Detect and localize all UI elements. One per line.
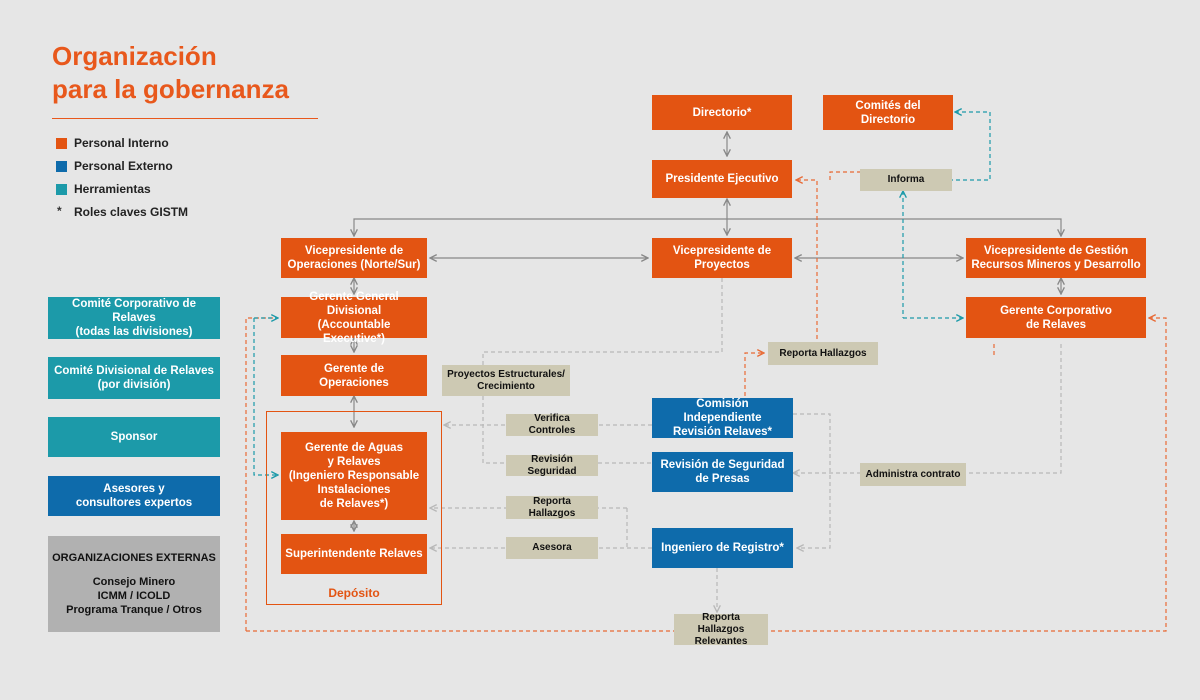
proyectos-estructurales-label: Proyectos Estructurales/ Crecimiento bbox=[442, 365, 570, 396]
link-vp-bus bbox=[354, 218, 1061, 236]
ingeniero-registro-box: Ingeniero de Registro* bbox=[652, 528, 793, 568]
title-line-2: para la gobernanza bbox=[52, 74, 289, 104]
page-title: Organización para la gobernanza bbox=[52, 40, 289, 106]
revision-seguridad-presas-box: Revisión de Seguridad de Presas bbox=[652, 452, 793, 492]
legend-item-tools: Herramientas bbox=[56, 181, 236, 199]
link-comision-ingeniero bbox=[793, 413, 831, 548]
sponsor-box: Sponsor bbox=[48, 417, 220, 457]
link-administra-contrato bbox=[793, 344, 1062, 473]
reporta-hallazgos-mid-label: Reporta Hallazgos bbox=[506, 496, 598, 519]
link-sidebar-aguas bbox=[253, 318, 278, 475]
reporta-relevantes-label: Reporta Hallazgos Relevantes bbox=[674, 612, 768, 647]
directorio-box: Directorio* bbox=[652, 95, 792, 130]
gerente-aguas-box: Gerente de Aguas y Relaves (Ingeniero Re… bbox=[281, 432, 427, 520]
comite-corporativo-box: Comité Corporativo de Relaves (todas las… bbox=[48, 297, 220, 339]
title-divider bbox=[52, 118, 318, 119]
superintendente-box: Superintendente Relaves bbox=[281, 534, 427, 574]
external-orgs-list: Consejo Minero ICMM / ICOLD Programa Tra… bbox=[66, 576, 202, 616]
comites-directorio-box: Comités del Directorio bbox=[823, 95, 953, 130]
comite-divisional-box: Comité Divisional de Relaves (por divisi… bbox=[48, 357, 220, 399]
star-icon: * bbox=[57, 204, 62, 218]
gerente-corporativo-box: Gerente Corporativo de Relaves bbox=[966, 297, 1146, 338]
external-orgs-box: ORGANIZACIONES EXTERNAS Consejo Minero I… bbox=[48, 536, 220, 632]
orange-swatch-icon bbox=[56, 138, 67, 149]
deposito-label: Depósito bbox=[328, 586, 380, 600]
link-reporta-hallazgos-presidente bbox=[796, 180, 818, 346]
link-relevantes-loop bbox=[245, 318, 1167, 632]
asesora-label: Asesora bbox=[506, 537, 598, 559]
presidente-box: Presidente Ejecutivo bbox=[652, 160, 792, 198]
gerente-operaciones-box: Gerente de Operaciones bbox=[281, 355, 427, 396]
comision-box: Comisión Independiente Revisión Relaves* bbox=[652, 398, 793, 438]
asesores-box: Asesores y consultores expertos bbox=[48, 476, 220, 516]
link-proyectos-estructurales bbox=[482, 278, 723, 464]
link-comision-reporta bbox=[744, 353, 764, 396]
legend-item-internal: Personal Interno bbox=[56, 135, 236, 153]
link-comites-informa bbox=[952, 112, 991, 181]
administra-contrato-label: Administra contrato bbox=[860, 463, 966, 486]
gerente-general-box: Gerente General Divisional (Accountable … bbox=[281, 291, 427, 345]
reporta-hallazgos-top-label: Reporta Hallazgos bbox=[768, 342, 878, 365]
vp-gestion-box: Vicepresidente de Gestión Recursos Miner… bbox=[966, 238, 1146, 278]
title-line-1: Organización bbox=[52, 41, 217, 71]
vp-proyectos-box: Vicepresidente de Proyectos bbox=[652, 238, 792, 278]
legend-item-external: Personal Externo bbox=[56, 158, 236, 176]
revision-seguridad-label: Revisión Seguridad bbox=[506, 454, 598, 477]
informa-label: Informa bbox=[860, 169, 952, 191]
teal-swatch-icon bbox=[56, 184, 67, 195]
legend-item-key-roles: * Roles claves GISTM bbox=[57, 204, 189, 219]
vp-operaciones-box: Vicepresidente de Operaciones (Norte/Sur… bbox=[281, 238, 427, 278]
verifica-controles-label: Verifica Controles bbox=[506, 413, 598, 436]
external-orgs-heading: ORGANIZACIONES EXTERNAS bbox=[52, 552, 216, 564]
link-informa-orange bbox=[829, 171, 860, 180]
deposito-frame bbox=[266, 411, 442, 605]
blue-swatch-icon bbox=[56, 161, 67, 172]
